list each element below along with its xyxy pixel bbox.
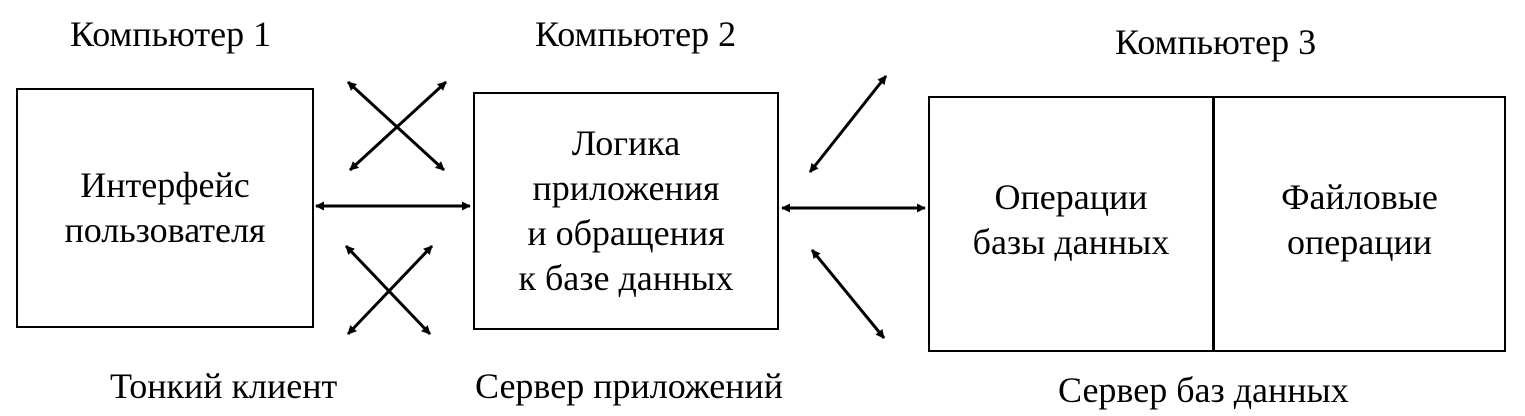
arrow-client-app-lower-x1	[344, 244, 432, 336]
arrow-app-db-lower-diagonal	[810, 249, 886, 339]
client-box-line-2: пользователя	[64, 210, 266, 250]
app-server-box-line-1: Логика	[571, 123, 681, 163]
arrow-client-app-lower-x2	[346, 244, 434, 336]
file-operations-line-2: операции	[1286, 222, 1433, 262]
db-operations-text: Операции базы данных	[930, 175, 1212, 265]
arrow-app-db-upper-diagonal	[808, 75, 888, 173]
client-box-line-1: Интерфейс	[80, 165, 250, 205]
client-box: Интерфейс пользователя	[16, 88, 314, 328]
file-operations-text: Файловые операции	[1215, 175, 1504, 265]
client-box-text: Интерфейс пользователя	[18, 163, 312, 253]
file-operations-line-1: Файловые	[1281, 177, 1438, 217]
computer-1-caption: Тонкий клиент	[110, 366, 338, 406]
arrow-client-app-upper-x2	[348, 80, 448, 172]
app-server-box: Логика приложения и обращения к базе дан…	[473, 92, 779, 330]
arrow-client-app-upper-x1	[346, 80, 446, 172]
db-box-divider	[1212, 98, 1215, 350]
db-operations-line-1: Операции	[994, 177, 1148, 217]
db-operations-line-2: базы данных	[972, 222, 1170, 262]
computer-3-caption: Сервер баз данных	[1058, 370, 1349, 410]
computer-3-title: Компьютер 3	[1115, 22, 1317, 62]
computer-2-caption: Сервер приложений	[475, 366, 783, 406]
computer-2-title: Компьютер 2	[535, 14, 737, 54]
app-server-box-line-4: к базе данных	[518, 258, 734, 298]
computer-1-title: Компьютер 1	[70, 14, 272, 54]
db-server-box: Операции базы данных Файловые операции	[928, 96, 1506, 352]
app-server-box-line-3: и обращения	[527, 213, 725, 253]
db-operations-cell: Операции базы данных	[930, 98, 1212, 350]
app-server-box-line-2: приложения	[532, 168, 720, 208]
file-operations-cell: Файловые операции	[1215, 98, 1504, 350]
app-server-box-text: Логика приложения и обращения к базе дан…	[475, 121, 777, 301]
